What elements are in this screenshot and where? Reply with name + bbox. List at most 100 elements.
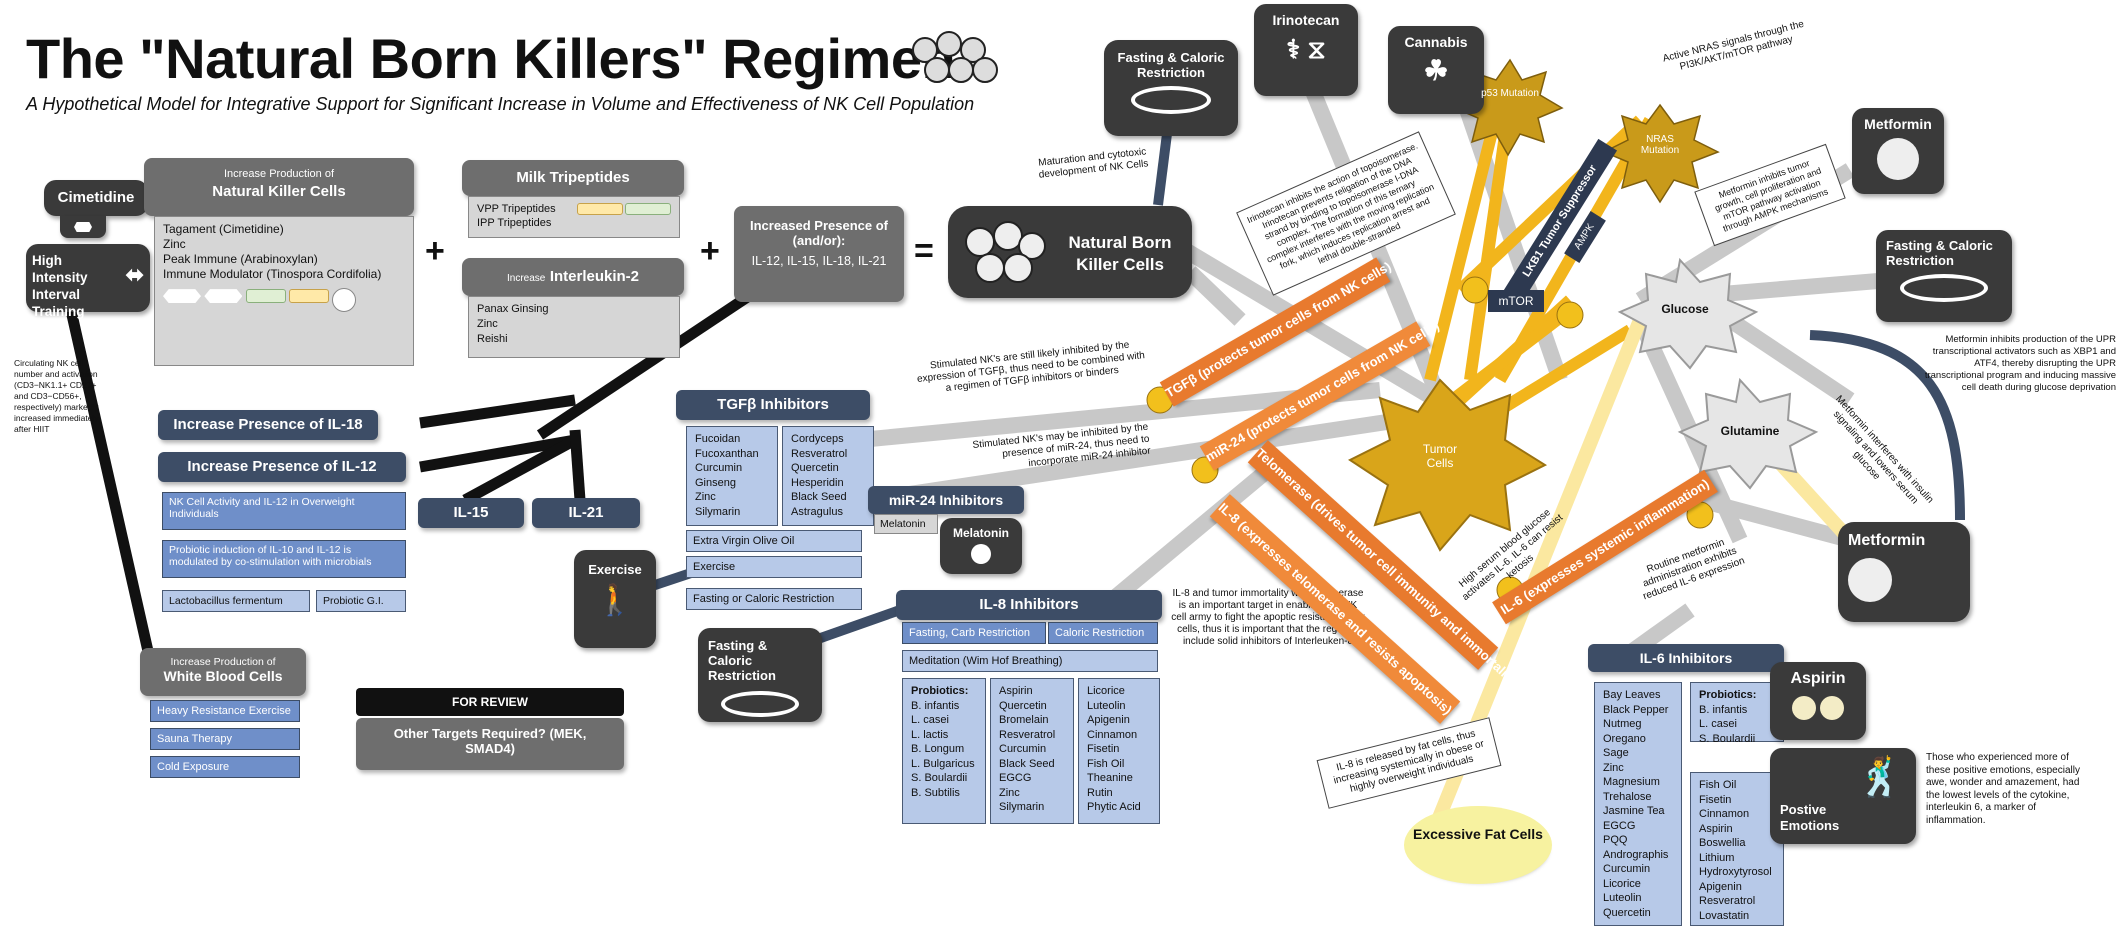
fasting-box-top: Fasting & Caloric Restriction (1104, 40, 1238, 136)
tgfb-item: Curcumin (695, 462, 743, 474)
tgfb-item: Zinc (695, 491, 716, 503)
il6-item: Jasmine Tea (1603, 805, 1665, 817)
page-title: The "Natural Born Killers" Regimen (26, 27, 956, 90)
il6-item: Luteolin (1603, 892, 1642, 904)
nk-head-small: Increase Production of (223, 168, 335, 180)
p53-ray (1424, 98, 1506, 382)
wbc-header: Increase Production of White Blood Cells (140, 648, 306, 696)
il8-inhibitors-header: IL-8 Inhibitors (896, 590, 1162, 620)
nk-item: Zinc (163, 237, 186, 251)
tumor-label: Tumor Cells (1422, 442, 1458, 470)
il8-item: B. Subtilis (911, 786, 960, 799)
tgfb-item: Quercetin (791, 462, 839, 474)
il8-item: EGCG (999, 772, 1032, 784)
fasting-top-label: Fasting & Caloric Restriction (1117, 50, 1225, 80)
irinotecan-label: Irinotecan (1272, 12, 1340, 28)
exercise-label: Exercise (588, 562, 642, 577)
il8-item: Bromelain (999, 714, 1049, 726)
hiit-label: High Intensity Interval Training (32, 253, 88, 319)
il18-link (419, 394, 576, 429)
nras-star (1602, 103, 1720, 204)
melatonin-label: Melatonin (953, 526, 1009, 540)
glutamine-label: Glutamine (1720, 424, 1780, 438)
tumor-star (1348, 378, 1548, 552)
cannabis-box: Cannabis ☘ (1388, 26, 1484, 114)
il2-head-small: Increase (507, 273, 546, 284)
wbc-item: Cold Exposure (150, 756, 300, 778)
irinotecan-box: Irinotecan ⚕ ⧖ (1254, 4, 1358, 96)
nk-item: Tagament (Cimetidine) (163, 222, 284, 236)
review-header: FOR REVIEW (356, 688, 624, 716)
il8-item: Licorice (1087, 685, 1125, 697)
il12-item-3: Lactobacillus fermentum (162, 590, 310, 612)
il6-item: Black Pepper (1603, 703, 1669, 716)
il21-box: IL-21 (532, 498, 640, 528)
plus-sign-1: + (425, 232, 445, 270)
il8-row-1b: Caloric Restriction (1048, 622, 1158, 644)
exercise-item: Extra Virgin Olive Oil (686, 530, 862, 552)
tablet-icon (971, 544, 991, 564)
il8-item: Rutin (1087, 786, 1113, 799)
emotions-box: Postive Emotions 🕺 (1770, 748, 1916, 844)
tablet-icon (1848, 558, 1892, 602)
il6-item: Fisetin (1699, 793, 1732, 806)
mir24-item: Melatonin (874, 514, 938, 534)
il8-item: Cinnamon (1087, 728, 1138, 741)
cimetidine-label: Cimetidine (57, 189, 135, 206)
capsule-icon (245, 289, 286, 304)
il6-item: Lovastatin (1699, 909, 1750, 922)
il8-note: IL-8 and tumor immortality with Telomera… (1171, 588, 1365, 647)
il6-item: Oregano (1603, 732, 1646, 745)
nk-production-header: Increase Production of Natural Killer Ce… (144, 158, 414, 216)
il8-item: Curcumin (999, 743, 1047, 755)
il6-item: Boswellia (1699, 837, 1746, 849)
il15-box: IL-15 (418, 498, 524, 528)
il6-item: Fish Oil (1699, 779, 1737, 791)
il8-item: Phytic Acid (1087, 801, 1141, 813)
il8-item: Silymarin (999, 801, 1045, 813)
metformin-label: Metformin (1848, 532, 1926, 549)
il8-item: L. Bulgaricus (911, 757, 975, 770)
capsule-icon (625, 203, 671, 215)
dumbbell-icon: ⬌ (125, 262, 144, 287)
emotions-note: Those who experienced more of these posi… (1926, 752, 2080, 826)
il2-item: Zinc (477, 318, 498, 330)
il8-item: Black Seed (999, 757, 1055, 770)
presence-link (536, 277, 774, 440)
review-body: Other Targets Required? (MEK, SMAD4) (356, 718, 624, 770)
fasting-box-middle: Fasting & Caloric Restriction (698, 628, 822, 722)
leaf-icon: ☘ (1423, 55, 1449, 86)
il8-item: L. casei (911, 714, 949, 726)
aspirin-box: Aspirin (1770, 662, 1866, 740)
nk-item: Immune Modulator (Tinospora Cordifolia) (163, 267, 382, 281)
page-subtitle: A Hypothetical Model for Integrative Sup… (26, 94, 975, 114)
il2-head-big: Interleukin-2 (549, 268, 639, 285)
presence-box: Increased Presence of (and/or): IL-12, I… (734, 206, 904, 302)
tgfb-item: Hesperidin (791, 476, 844, 489)
tablet-icon (1877, 138, 1919, 180)
tgfb-item: Resveratrol (791, 447, 848, 460)
fat-cells-cloud: Excessive Fat Cells (1410, 812, 1546, 878)
il6-item: Andrographis (1603, 848, 1669, 861)
pill-icon (74, 222, 92, 232)
il15-link (462, 435, 578, 505)
metformin-top-box: Metformin (1852, 108, 1944, 194)
cimetidine-box: Cimetidine (44, 180, 148, 216)
il8-col-3: Licorice Luteolin Apigenin Cinnamon Fise… (1078, 678, 1160, 824)
il8-item: Fish Oil (1087, 757, 1125, 770)
il2-header: Increase Interleukin-2 (462, 258, 684, 296)
il6-item: L. casei (1699, 718, 1737, 730)
mtor-label: mTOR (1488, 290, 1544, 312)
upr-note: Metformin inhibits production of the UPR… (1924, 334, 2116, 393)
milk-list: VPP Tripeptides IPP Tripeptides (468, 196, 680, 238)
wbc-item: Heavy Resistance Exercise (150, 700, 300, 722)
il6-item: Sage (1603, 747, 1629, 759)
il6-item: Aspirin (1699, 822, 1733, 835)
glutamine-sun (1677, 377, 1819, 490)
tgfb-item: Astragulus (791, 505, 843, 518)
nk-production-list: Tagament (Cimetidine) Zinc Peak Immune (… (154, 216, 414, 366)
il21-link (569, 429, 586, 501)
il12-item-2: Probiotic induction of IL-10 and IL-12 i… (162, 540, 406, 578)
presence-title: Increased Presence of (and/or): (749, 218, 889, 248)
